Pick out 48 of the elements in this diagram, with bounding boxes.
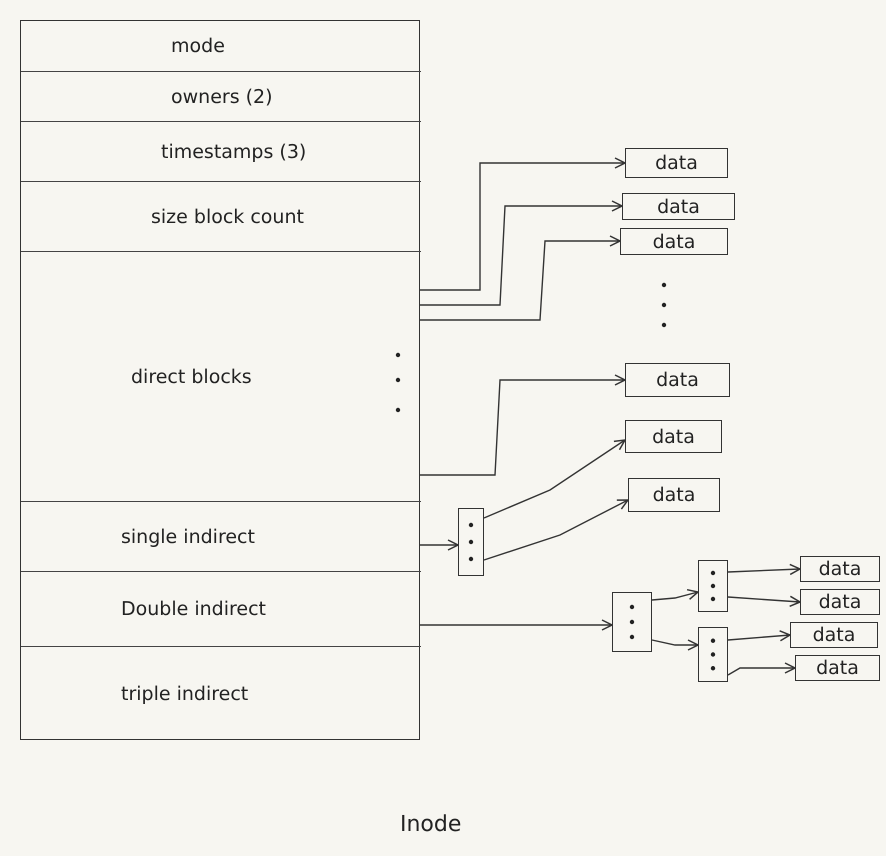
caption: Inode (400, 812, 462, 837)
arrow (420, 157, 626, 291)
block-label: data (818, 558, 862, 580)
data-block (790, 622, 878, 648)
block-label: data (657, 196, 700, 218)
field-label: direct blocks (131, 366, 252, 388)
block-label: data (812, 624, 856, 646)
arrow (652, 639, 699, 651)
block-label: data (818, 591, 862, 613)
arrow (728, 564, 801, 576)
field-label: owners (2) (171, 86, 273, 108)
block-label: data (655, 152, 698, 174)
arrow (420, 374, 626, 476)
arrow (420, 619, 613, 631)
pointer-block (458, 508, 484, 576)
field-label: triple indirect (121, 683, 248, 705)
arrow (484, 499, 629, 561)
block-label: data (652, 484, 696, 506)
arrow (484, 439, 626, 519)
data-block (625, 420, 722, 453)
pointer-block (698, 560, 728, 612)
data-block (625, 148, 728, 178)
field-label: timestamps (3) (161, 140, 306, 162)
block-label: data (652, 426, 695, 448)
data-block (800, 556, 880, 582)
field-label: mode (171, 35, 225, 57)
arrow (728, 596, 801, 608)
pointer-block (612, 592, 652, 652)
inode-table (20, 20, 420, 740)
data-block (622, 193, 735, 220)
data-block (795, 655, 880, 681)
field-label: size block count (151, 206, 304, 228)
arrow (728, 662, 796, 676)
data-block (620, 228, 728, 255)
block-label: data (816, 657, 859, 679)
data-block (625, 363, 730, 397)
field-label: single indirect (121, 526, 255, 548)
data-block (800, 589, 880, 615)
arrow (420, 200, 623, 306)
arrow (420, 539, 459, 551)
arrow (728, 630, 791, 642)
block-label: data (656, 369, 699, 391)
arrow (652, 588, 699, 601)
data-block (628, 478, 720, 512)
field-label: Double indirect (121, 598, 266, 620)
pointer-block (698, 627, 728, 682)
block-label: data (652, 230, 696, 252)
arrow (420, 235, 621, 321)
